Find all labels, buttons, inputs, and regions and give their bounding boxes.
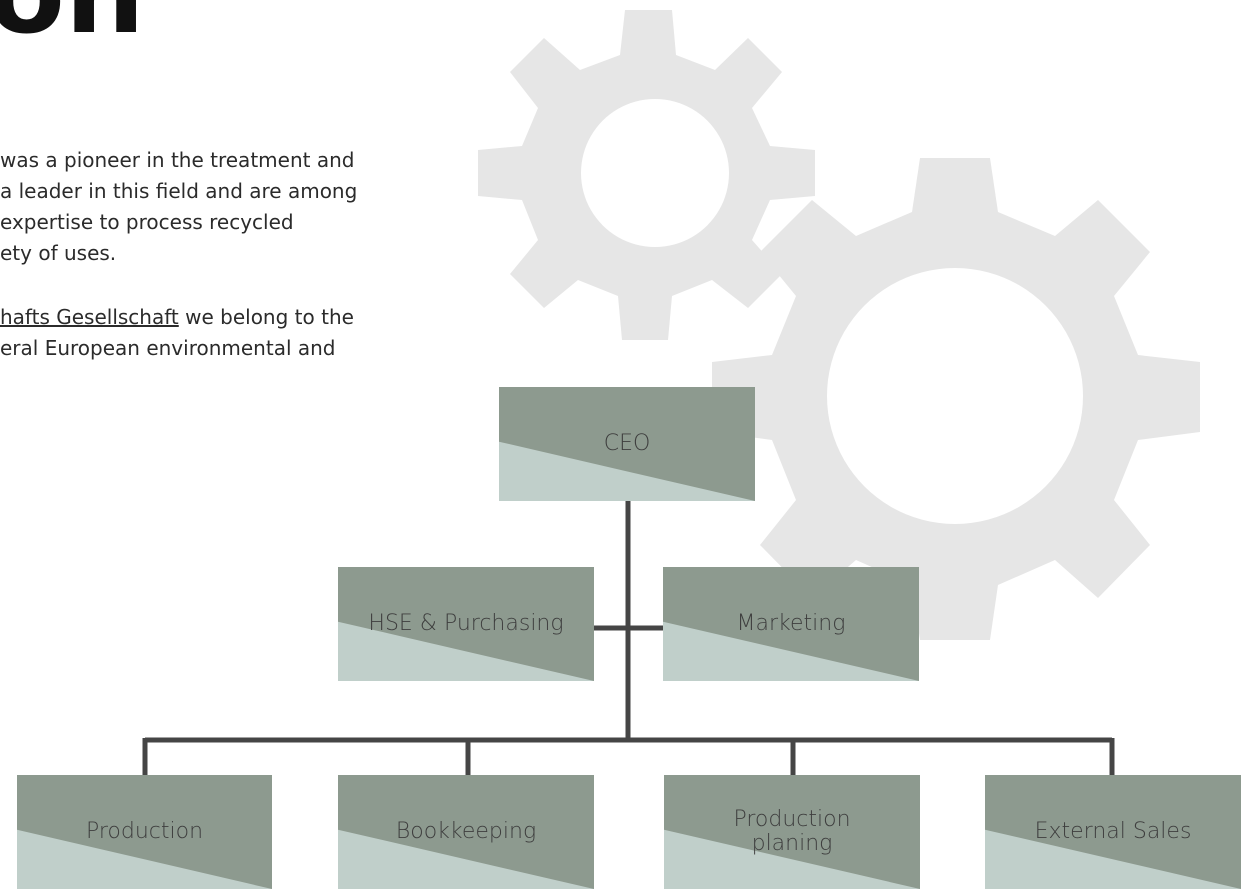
small-gear-icon xyxy=(478,10,815,340)
company-link[interactable]: hafts Gesellschaft xyxy=(0,305,179,329)
intro-paragraph-1: was a pioneer in the treatment and a lea… xyxy=(0,145,357,269)
intro-paragraph-2: hafts Gesellschaft we belong to the eral… xyxy=(0,302,357,364)
org-box-production: Production xyxy=(17,775,272,889)
intro-line: was a pioneer in the treatment and xyxy=(0,148,355,172)
intro-line: ety of uses. xyxy=(0,241,117,265)
org-box-label: Marketing xyxy=(736,611,846,636)
page-heading: on xyxy=(0,0,145,50)
intro-line: eral European environmental and xyxy=(0,336,336,360)
intro-line-rest: we belong to the xyxy=(178,305,354,329)
org-box-label: Production planing xyxy=(733,807,851,856)
org-box-label: Bookkeeping xyxy=(395,819,537,844)
org-box-bookkeeping: Bookkeeping xyxy=(338,775,594,889)
intro-line: a leader in this field and are among xyxy=(0,179,358,203)
org-box-label: External Sales xyxy=(1034,819,1192,844)
org-box-external-sales: External Sales xyxy=(985,775,1241,889)
org-box-marketing: Marketing xyxy=(663,567,919,681)
intro-line: hafts Gesellschaft we belong to the xyxy=(0,302,357,333)
intro-line: expertise to process recycled xyxy=(0,210,294,234)
org-box-hse: HSE & Purchasing xyxy=(338,567,594,681)
org-box-production-planing: Production planing xyxy=(664,775,920,889)
large-gear-icon xyxy=(712,158,1200,640)
org-box-label: Production xyxy=(85,819,204,844)
org-box-label: HSE & Purchasing xyxy=(368,611,564,636)
org-box-label: CEO xyxy=(603,431,651,456)
intro-text: was a pioneer in the treatment and a lea… xyxy=(0,145,357,397)
org-box-ceo: CEO xyxy=(499,387,755,501)
